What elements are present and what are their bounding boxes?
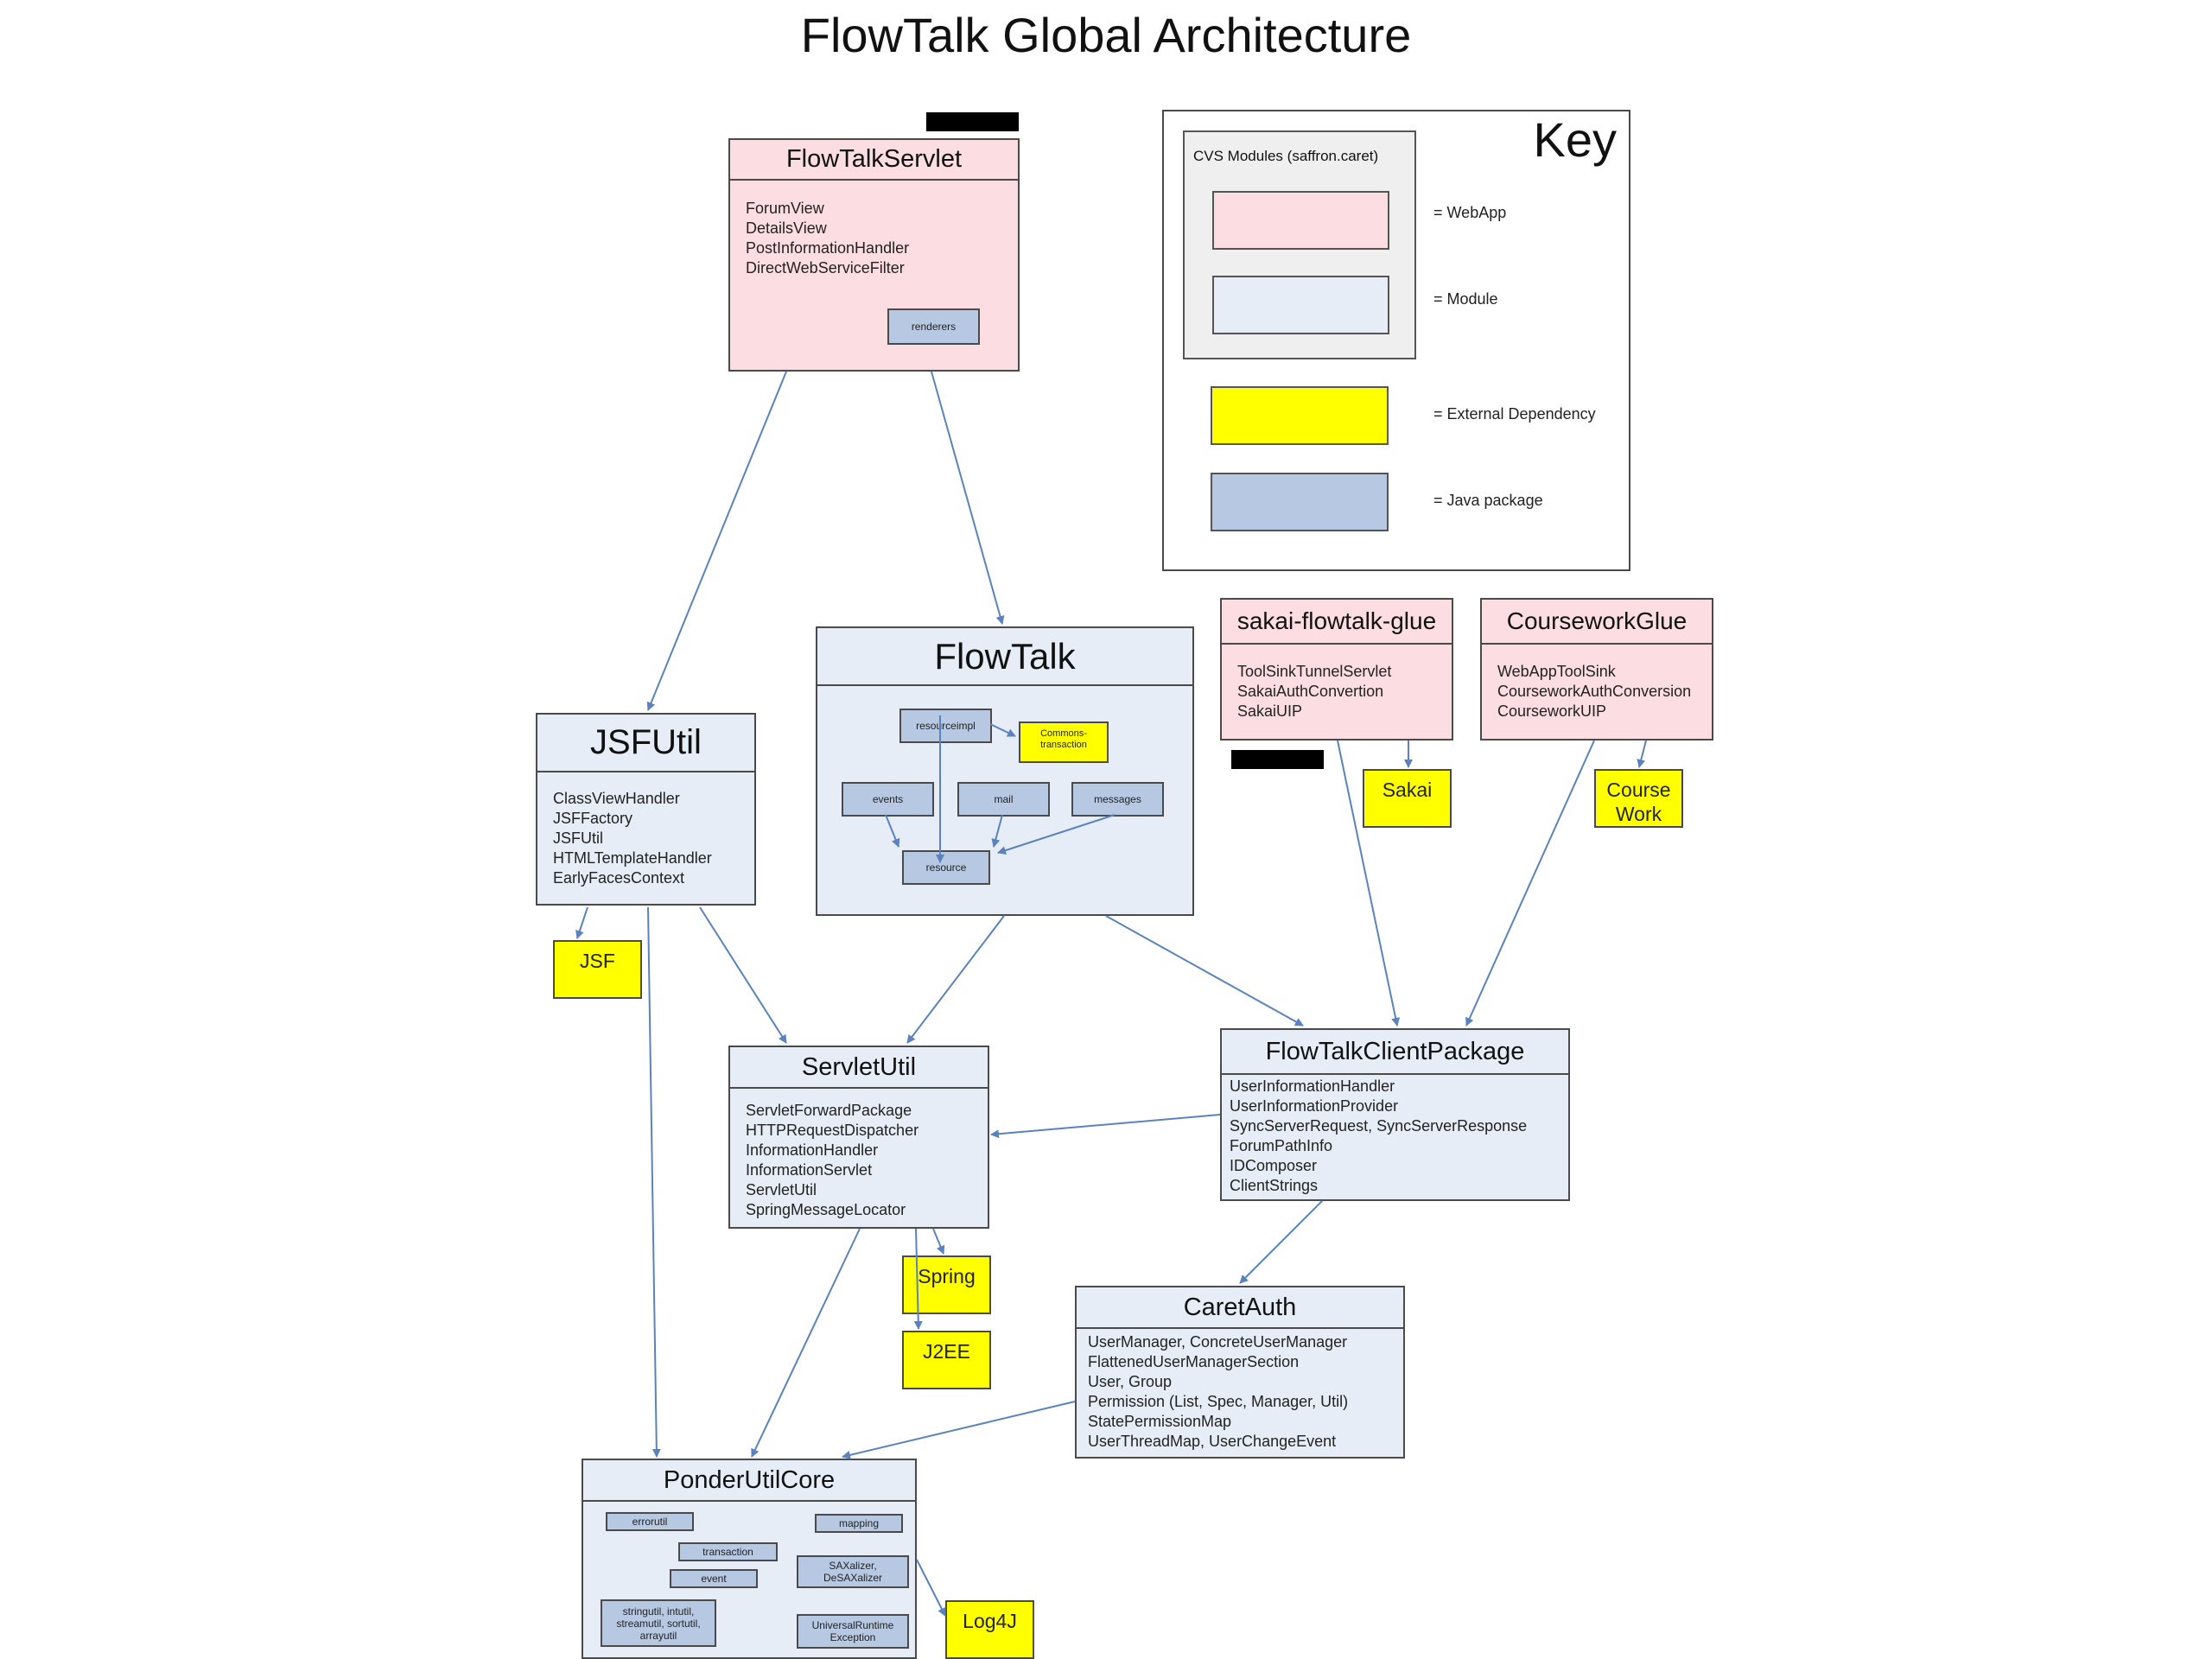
flowtalkservlet-classes: ForumView DetailsView PostInformationHan… bbox=[746, 200, 910, 276]
arrow bbox=[1465, 740, 1595, 1027]
ponderutilcore-title: PonderUtilCore bbox=[583, 1460, 915, 1502]
servletutil-title: ServletUtil bbox=[730, 1047, 988, 1089]
servletutil-classes: ServletForwardPackage HTTPRequestDispatc… bbox=[746, 1102, 919, 1218]
arrow bbox=[991, 814, 1003, 848]
stringutil-package: stringutil, intutil, streamutil, sortuti… bbox=[601, 1599, 716, 1647]
key-cvs-group-label: CVS Modules (saffron.caret) bbox=[1193, 148, 1379, 164]
arrow bbox=[913, 1228, 923, 1330]
flowtalkclientpackage-title: FlowTalkClientPackage bbox=[1222, 1030, 1568, 1075]
key-external-label: = External Dependency bbox=[1433, 405, 1596, 423]
key-module-label: = Module bbox=[1433, 290, 1498, 308]
event-package: event bbox=[670, 1569, 758, 1588]
key-module-swatch bbox=[1212, 276, 1389, 334]
arrow bbox=[885, 814, 900, 848]
transaction-package: transaction bbox=[678, 1542, 778, 1561]
flowtalkservlet-webapp: FlowTalkServlet ForumView DetailsView Po… bbox=[728, 138, 1020, 372]
redaction-mark bbox=[1231, 750, 1324, 769]
log4j-dependency: Log4J bbox=[945, 1600, 1034, 1659]
page-title: FlowTalk Global Architecture bbox=[800, 8, 1412, 62]
mail-package: mail bbox=[957, 782, 1050, 817]
courseworkglue-classes: WebAppToolSink CourseworkAuthConversion … bbox=[1497, 663, 1692, 720]
redaction-mark bbox=[926, 112, 1019, 131]
jsf-dependency: JSF bbox=[553, 940, 642, 999]
coursework-dependency: Course Work bbox=[1594, 769, 1683, 828]
sakai-flowtalk-glue-title: sakai-flowtalk-glue bbox=[1222, 600, 1452, 645]
sakai-flowtalk-glue-classes: ToolSinkTunnelServlet SakaiAuthConvertio… bbox=[1237, 663, 1392, 720]
jsfutil-title: JSFUtil bbox=[537, 715, 754, 772]
arrow bbox=[997, 814, 1116, 855]
caretauth-title: CaretAuth bbox=[1077, 1287, 1403, 1329]
saxalizer-package: SAXalizer, DeSAXalizer bbox=[797, 1555, 909, 1588]
resource-package: resource bbox=[902, 850, 990, 885]
arrow bbox=[1105, 915, 1304, 1027]
arrow bbox=[1337, 740, 1401, 1027]
flowtalkclientpackage-classes: UserInformationHandler UserInformationPr… bbox=[1230, 1077, 1528, 1194]
sakai-dependency: Sakai bbox=[1363, 769, 1452, 828]
arrow bbox=[931, 371, 1005, 625]
arrow bbox=[989, 723, 1016, 737]
courseworkglue-title: CourseworkGlue bbox=[1482, 600, 1712, 645]
messages-package: messages bbox=[1071, 782, 1164, 817]
commons-transaction-dependency: Commons- transaction bbox=[1019, 721, 1109, 763]
key-panel: Key CVS Modules (saffron.caret) = WebApp… bbox=[1162, 110, 1630, 571]
key-java-package-swatch bbox=[1211, 473, 1389, 531]
errorutil-package: errorutil bbox=[606, 1512, 694, 1531]
arrow bbox=[916, 1559, 946, 1617]
arrow bbox=[647, 906, 661, 1458]
flowtalkclientpackage-module: FlowTalkClientPackage UserInformationHan… bbox=[1220, 1028, 1570, 1201]
flowtalkservlet-title: FlowTalkServlet bbox=[730, 140, 1018, 181]
key-webapp-label: = WebApp bbox=[1433, 204, 1507, 221]
resourceimpl-package: resourceimpl bbox=[899, 709, 992, 743]
arrow bbox=[646, 371, 787, 711]
arrow bbox=[842, 1401, 1076, 1459]
key-webapp-swatch bbox=[1212, 191, 1389, 250]
servletutil-module: ServletUtil ServletForwardPackage HTTPRe… bbox=[728, 1046, 989, 1229]
arrow bbox=[575, 906, 588, 939]
jsfutil-classes: ClassViewHandler JSFFactory JSFUtil HTML… bbox=[553, 790, 712, 887]
key-java-package-label: = Java package bbox=[1433, 492, 1543, 509]
key-external-swatch bbox=[1211, 386, 1389, 445]
arrow bbox=[1239, 1200, 1323, 1284]
caretauth-classes: UserManager, ConcreteUserManager Flatten… bbox=[1088, 1333, 1349, 1450]
j2ee-dependency: J2EE bbox=[902, 1331, 991, 1389]
arrow bbox=[1637, 740, 1647, 768]
arrow bbox=[990, 1114, 1221, 1139]
courseworkglue-webapp: CourseworkGlue WebAppToolSink Coursework… bbox=[1480, 598, 1713, 741]
key-cvs-group: CVS Modules (saffron.caret) bbox=[1183, 130, 1416, 359]
key-title: Key bbox=[1533, 112, 1618, 167]
arrow bbox=[906, 915, 1005, 1044]
mapping-package: mapping bbox=[815, 1514, 903, 1533]
flowtalk-module: FlowTalk resourceimpl Commons- transacti… bbox=[816, 626, 1194, 916]
renderers-package: renderers bbox=[887, 308, 980, 345]
arrow bbox=[751, 1228, 861, 1458]
caretauth-module: CaretAuth UserManager, ConcreteUserManag… bbox=[1075, 1286, 1405, 1459]
arrow bbox=[699, 906, 787, 1044]
arrow bbox=[932, 1228, 945, 1255]
flowtalk-title: FlowTalk bbox=[817, 628, 1192, 686]
events-package: events bbox=[842, 782, 934, 817]
universalruntimeexception-package: UniversalRuntime Exception bbox=[797, 1614, 909, 1649]
jsfutil-module: JSFUtil ClassViewHandler JSFFactory JSFU… bbox=[536, 713, 756, 906]
sakai-flowtalk-glue-webapp: sakai-flowtalk-glue ToolSinkTunnelServle… bbox=[1220, 598, 1453, 741]
ponderutilcore-module: PonderUtilCore errorutil mapping transac… bbox=[582, 1459, 917, 1659]
